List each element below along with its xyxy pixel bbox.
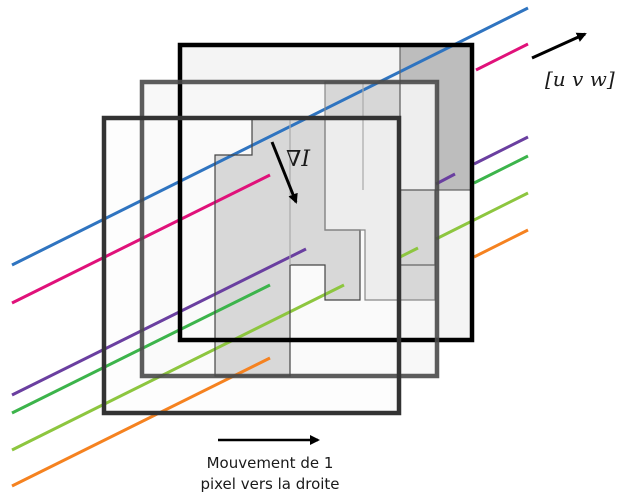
trajectory-lines	[11, 6, 529, 488]
trajectory-line-orange-right	[473, 228, 529, 259]
trajectory-line-orange-left	[11, 356, 271, 488]
arrow-down-right-icon	[270, 141, 298, 204]
arrow-up-right-icon	[531, 32, 587, 60]
front-frame-regions	[104, 118, 399, 413]
trajectory-line-purple-right	[473, 135, 529, 166]
caption-line-1: Mouvement de 1	[207, 454, 334, 472]
motion-annotation: Mouvement de 1 pixel vers la droite	[200, 435, 340, 493]
trajectory-line-magenta-right	[475, 42, 529, 72]
trajectory-line-blue	[11, 6, 529, 267]
trajectory-line-purple-left	[11, 247, 307, 397]
caption-line-2: pixel vers la droite	[200, 475, 339, 493]
velocity-annotation: [u v w]	[531, 32, 615, 91]
frame-borders	[101, 42, 475, 416]
trajectory-line-lime-mid	[399, 246, 419, 259]
trajectory-line-green-right	[473, 154, 529, 185]
velocity-label: [u v w]	[545, 67, 615, 91]
back-frame-border	[177, 42, 475, 343]
trajectory-line-lime-right	[435, 191, 529, 241]
middle-frame-border	[139, 79, 440, 379]
gradient-label: ∇I	[286, 147, 311, 172]
front-frame-object-region	[215, 118, 360, 376]
gradient-annotation: ∇I	[270, 141, 311, 204]
trajectory-line-lime-left	[11, 283, 345, 452]
front-frame-border	[101, 115, 402, 416]
